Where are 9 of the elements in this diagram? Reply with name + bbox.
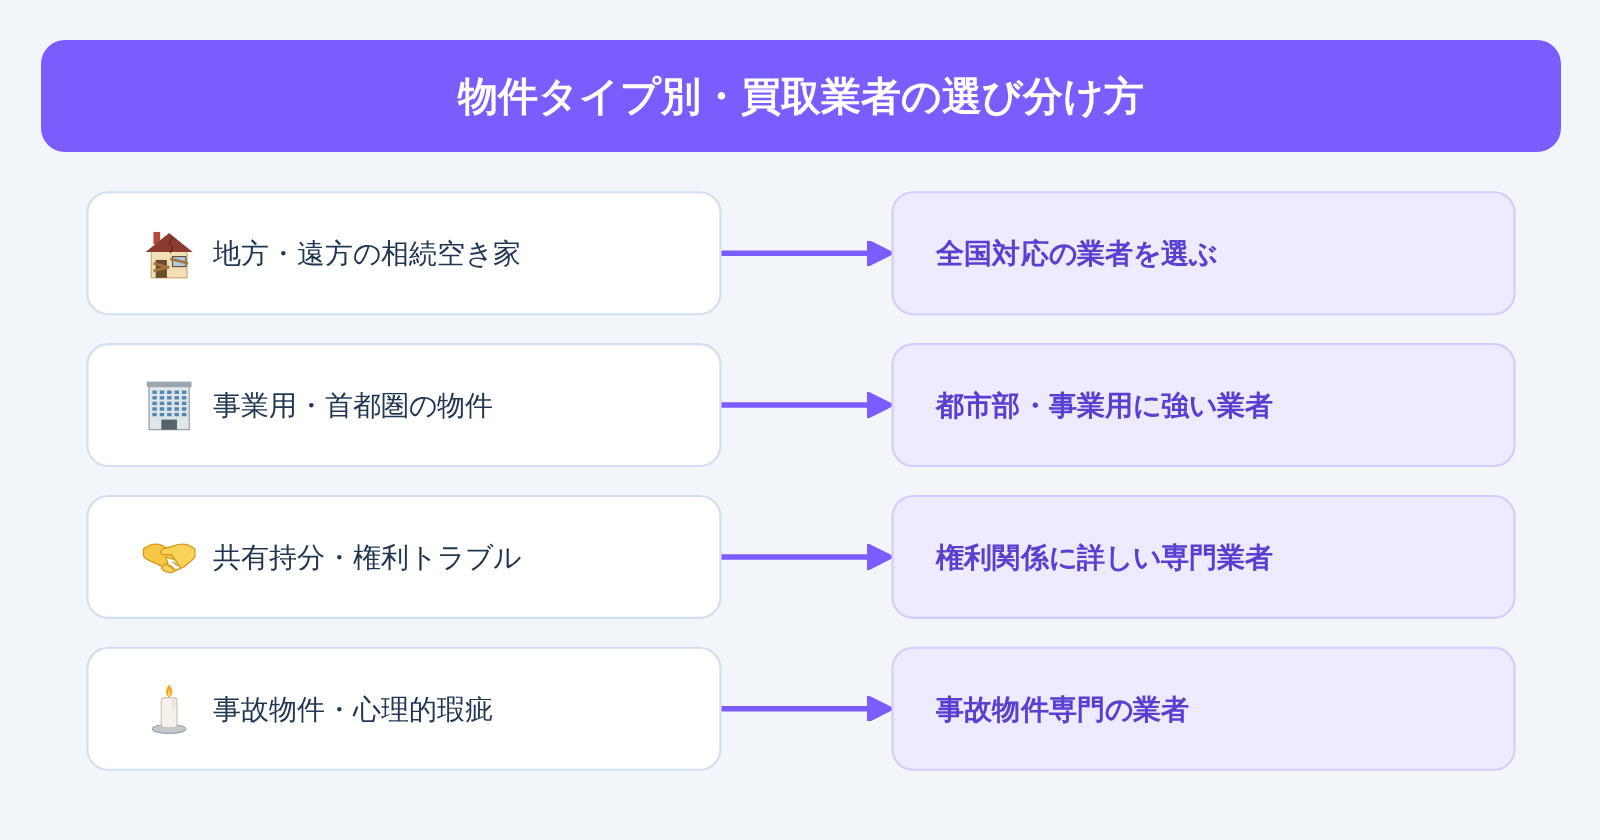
node-box: 事故物件・心理的瑕疵: [86, 646, 722, 771]
node-box: 都市部・事業用に強い業者: [891, 343, 1516, 468]
node-box: 共有持分・権利トラブル: [86, 494, 722, 619]
node-box: 全国対応の業者を選ぶ: [891, 191, 1516, 316]
title-banner: 物件タイプ別・買取業者の選び分け方: [41, 40, 1561, 152]
node-box: 事故物件専門の業者: [891, 646, 1516, 771]
node-box: 権利関係に詳しい専門業者: [891, 494, 1516, 619]
node-box: 事業用・首都圏の物件: [86, 343, 722, 468]
node-box: 地方・遠方の相続空き家: [86, 191, 722, 316]
